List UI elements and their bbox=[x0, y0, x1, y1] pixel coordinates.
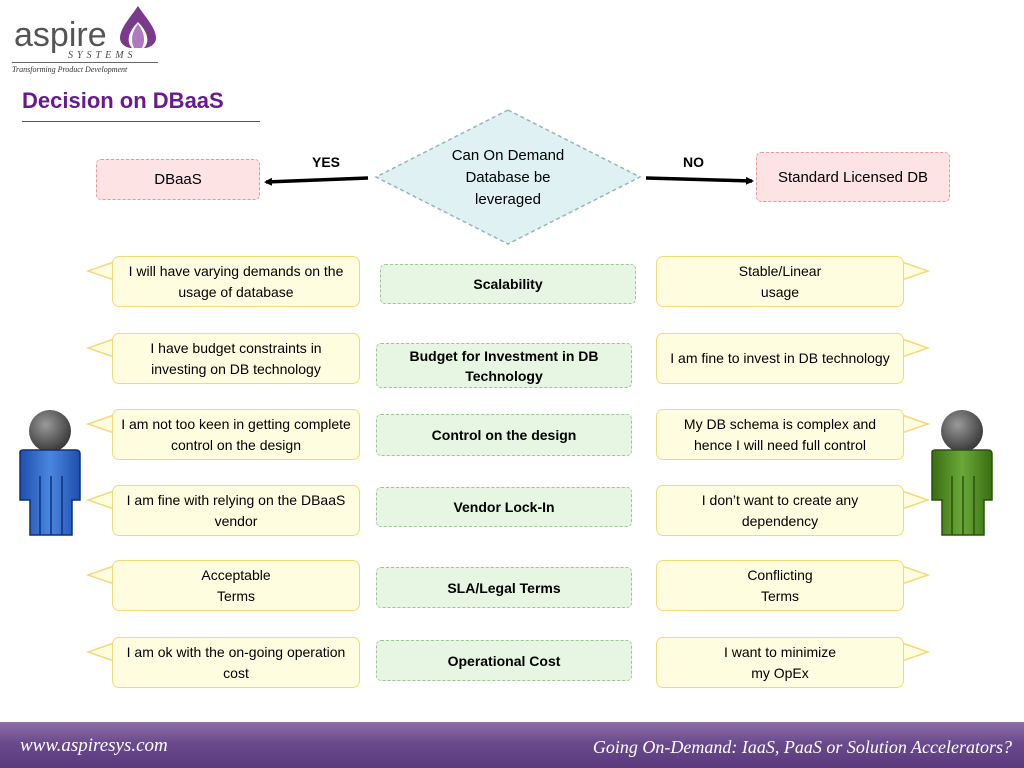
yes-callout-text: I am fine with relying on the DBaaS vend… bbox=[126, 491, 346, 529]
criterion-label: Budget for Investment in DB Technology bbox=[409, 347, 599, 384]
no-result-label: Standard Licensed DB bbox=[777, 168, 929, 186]
yes-arrow bbox=[264, 176, 369, 186]
yes-callout-text: I am ok with the on-going operation cost bbox=[126, 643, 346, 681]
no-result-box: Standard Licensed DB bbox=[756, 152, 950, 202]
footer-tagline: Going On-Demand: IaaS, PaaS or Solution … bbox=[592, 737, 1012, 757]
criterion-box: Vendor Lock-In bbox=[376, 487, 632, 527]
logo-tagline: Transforming Product Development bbox=[12, 65, 128, 74]
yes-callout: I have budget constraints in investing o… bbox=[112, 333, 360, 384]
yes-callout-text: I am not too keen in getting complete co… bbox=[121, 415, 351, 453]
criterion-label: Scalability bbox=[473, 276, 543, 292]
no-callout: I don’t want to create any dependency bbox=[656, 485, 904, 536]
right-callout-tails bbox=[901, 260, 931, 663]
no-callout-text: I don’t want to create any dependency bbox=[701, 491, 859, 529]
footer-bar bbox=[0, 722, 1024, 768]
yes-result-label: DBaaS bbox=[154, 171, 202, 188]
yes-callout-text: I will have varying demands on the usage… bbox=[128, 262, 344, 300]
title-underline bbox=[22, 121, 260, 122]
no-arrow bbox=[645, 176, 754, 185]
no-callout: Conflicting Terms bbox=[656, 560, 904, 611]
footer-url-link[interactable]: www.aspiresys.com bbox=[20, 735, 168, 756]
no-callout: I am fine to invest in DB technology bbox=[656, 333, 904, 384]
criterion-label: Vendor Lock-In bbox=[453, 499, 555, 515]
criterion-box: Control on the design bbox=[376, 414, 632, 456]
logo-divider bbox=[12, 62, 158, 63]
company-logo: aspire SYSTEMS Transforming Product Deve… bbox=[12, 4, 162, 78]
page-title: Decision on DBaaS bbox=[22, 88, 224, 113]
yes-callout: I am not too keen in getting complete co… bbox=[112, 409, 360, 460]
left-callout-tails bbox=[85, 260, 115, 663]
no-label: NO bbox=[683, 154, 704, 170]
decision-question: Can On Demand Database be leveraged bbox=[451, 147, 565, 208]
logo-wordmark: aspire bbox=[14, 16, 107, 54]
no-callout-text: I want to minimize my OpEx bbox=[723, 643, 837, 681]
criterion-box: Operational Cost bbox=[376, 640, 632, 681]
yes-callout-text: I have budget constraints in investing o… bbox=[150, 339, 322, 377]
green-person-icon bbox=[931, 410, 993, 536]
yes-callout: I will have varying demands on the usage… bbox=[112, 256, 360, 307]
no-callout-text: Conflicting Terms bbox=[747, 566, 813, 604]
yes-callout: I am fine with relying on the DBaaS vend… bbox=[112, 485, 360, 536]
criterion-box: SLA/Legal Terms bbox=[376, 567, 632, 608]
logo-flame-icon bbox=[120, 6, 156, 48]
yes-callout: Acceptable Terms bbox=[112, 560, 360, 611]
blue-person-icon bbox=[19, 410, 81, 536]
no-callout-text: My DB schema is complex and hence I will… bbox=[683, 415, 877, 453]
criterion-box: Scalability bbox=[380, 264, 636, 304]
no-callout-text: Stable/Linear usage bbox=[738, 262, 822, 300]
criterion-box: Budget for Investment in DB Technology bbox=[376, 343, 632, 388]
logo-subtitle: SYSTEMS bbox=[68, 50, 137, 61]
no-callout: My DB schema is complex and hence I will… bbox=[656, 409, 904, 460]
no-callout: Stable/Linear usage bbox=[656, 256, 904, 307]
no-callout: I want to minimize my OpEx bbox=[656, 637, 904, 688]
criterion-label: Operational Cost bbox=[447, 652, 561, 669]
yes-callout: I am ok with the on-going operation cost bbox=[112, 637, 360, 688]
no-callout-text: I am fine to invest in DB technology bbox=[670, 350, 890, 366]
yes-label: YES bbox=[312, 154, 341, 170]
criterion-label: SLA/Legal Terms bbox=[447, 579, 561, 596]
yes-callout-text: Acceptable Terms bbox=[201, 566, 271, 604]
yes-result-box: DBaaS bbox=[96, 159, 260, 200]
criterion-label: Control on the design bbox=[431, 427, 577, 443]
